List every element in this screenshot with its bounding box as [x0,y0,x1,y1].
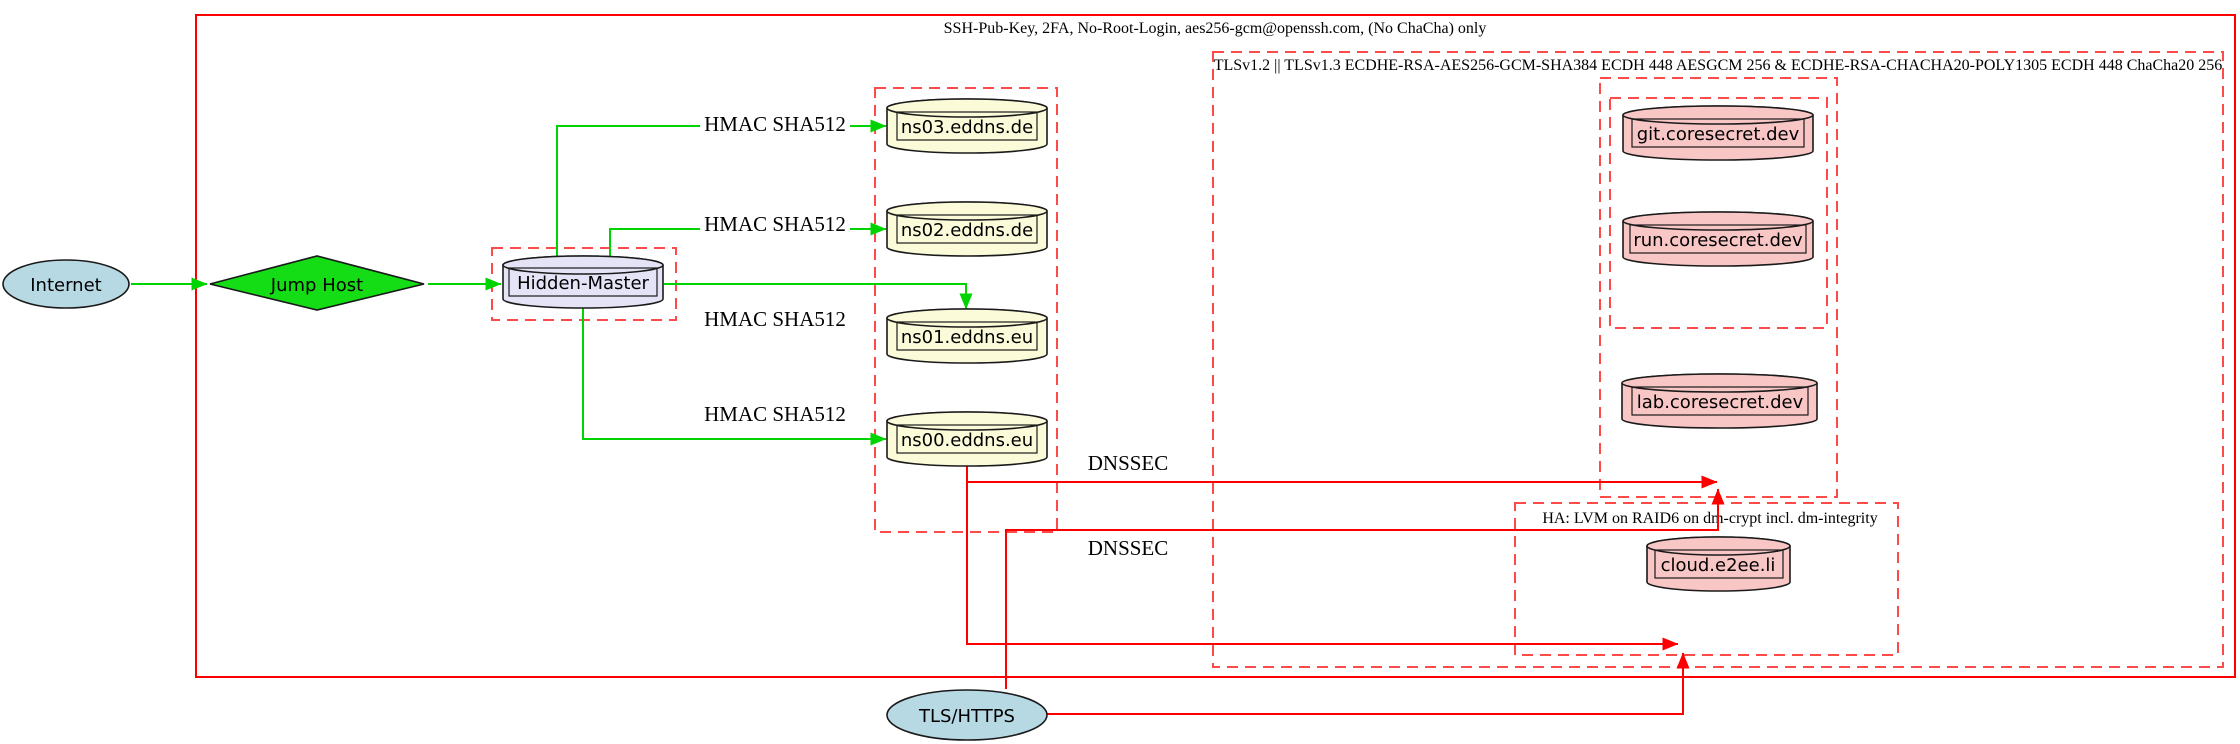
ns01-cylinder-top [886,308,1048,328]
cluster-ha-label: HA: LVM on RAID6 on dm-crypt incl. dm-in… [1542,510,1877,527]
edge-hiddenmaster-to-ns00 [582,306,887,446]
git-label-box [1631,118,1805,148]
svg-text:cloud.e2ee.li: cloud.e2ee.li [1661,555,1776,576]
node-git: git.coresecret.dev [1622,105,1814,161]
cluster-tls-box [1212,51,2224,668]
ns00-label-box [896,424,1038,454]
ns00-cylinder-top [886,411,1048,431]
cluster-ssh-box [195,14,2236,678]
lab-cylinder-top [1621,373,1818,393]
node-run: run.coresecret.dev [1622,211,1814,267]
svg-text:Internet: Internet [30,275,101,296]
edge-tlshttps-to-lab-cluster [1005,488,1725,689]
node-cloud: cloud.e2ee.li [1646,536,1791,592]
edge-label-dnssec-1: DNSSEC [1082,451,1174,475]
cluster-eddns-box [874,87,1058,533]
tls-https-ellipse [886,689,1048,741]
ns03-label-box [896,111,1038,141]
node-tls-https: TLS/HTTPS [886,689,1048,741]
cluster-ssh-label: SSH-Pub-Key, 2FA, No-Root-Login, aes256-… [944,20,1487,37]
svg-text:ns00.eddns.eu: ns00.eddns.eu [901,430,1033,451]
edge-dnssec-to-ha-cluster [966,482,1679,651]
svg-text:run.coresecret.dev: run.coresecret.dev [1633,230,1803,251]
lab-label-box [1631,386,1809,416]
label-backdrop [700,212,850,236]
node-lab: lab.coresecret.dev [1621,373,1818,429]
hidden-master-cylinder-top [502,255,664,275]
label-backdrop [1082,536,1174,560]
svg-text:HMAC SHA512: HMAC SHA512 [704,112,846,136]
svg-text:ns01.eddns.eu: ns01.eddns.eu [901,327,1033,348]
svg-text:lab.coresecret.dev: lab.coresecret.dev [1637,392,1804,413]
jump-host-diamond [209,255,425,311]
label-backdrop [700,112,850,136]
edge-label-hmac-ns03: HMAC SHA512 [700,112,850,136]
label-backdrop [1082,451,1174,475]
internet-ellipse [2,259,130,309]
svg-text:HMAC SHA512: HMAC SHA512 [704,307,846,331]
hidden-master-label-box [508,267,658,297]
svg-text:HMAC SHA512: HMAC SHA512 [704,212,846,236]
node-jump-host: Jump Host [209,255,425,311]
edge-label-hmac-ns01: HMAC SHA512 [700,307,850,331]
svg-text:git.coresecret.dev: git.coresecret.dev [1637,124,1800,145]
edge-label-hmac-ns00: HMAC SHA512 [700,402,850,426]
svg-text:Jump Host: Jump Host [270,275,363,296]
ns02-label-box [896,214,1038,244]
cluster-ha-box [1514,502,1899,656]
edge-tlshttps-to-ha-cluster [1047,652,1690,715]
node-ns01: ns01.eddns.eu [886,308,1048,364]
cloud-label-box [1654,549,1784,579]
cluster-tls-label: TLSv1.2 || TLSv1.3 ECDHE-RSA-AES256-GCM-… [1214,57,2223,74]
edge-label-dnssec-2: DNSSEC [1082,536,1174,560]
svg-text:DNSSEC: DNSSEC [1088,451,1169,475]
edge-hiddenmaster-to-ns01 [664,283,973,310]
edge-label-hmac-ns02: HMAC SHA512 [700,212,850,236]
edge-hiddenmaster-to-ns03 [556,119,887,262]
svg-text:ns03.eddns.de: ns03.eddns.de [901,117,1033,138]
edge-dnssec-to-lab-cluster [966,466,1718,489]
svg-text:Hidden-Master: Hidden-Master [517,273,649,294]
node-internet: Internet [2,259,130,309]
svg-text:ns02.eddns.de: ns02.eddns.de [901,220,1033,241]
run-label-box [1629,224,1807,254]
node-ns00: ns00.eddns.eu [886,411,1048,467]
svg-text:HMAC SHA512: HMAC SHA512 [704,402,846,426]
node-ns02: ns02.eddns.de [886,201,1048,257]
ns01-label-box [896,321,1038,351]
git-cylinder-top [1622,105,1814,125]
node-ns03: ns03.eddns.de [886,98,1048,154]
ns03-cylinder-top [886,98,1048,118]
cluster-coresecret-inner-box [1609,97,1828,329]
label-backdrop [700,307,850,331]
label-backdrop [700,402,850,426]
ns02-cylinder-top [886,201,1048,221]
run-cylinder-top [1622,211,1814,231]
node-hidden-master: Hidden-Master [502,255,664,309]
cloud-cylinder-top [1646,536,1791,556]
svg-text:TLS/HTTPS: TLS/HTTPS [918,706,1015,727]
svg-text:DNSSEC: DNSSEC [1088,536,1169,560]
